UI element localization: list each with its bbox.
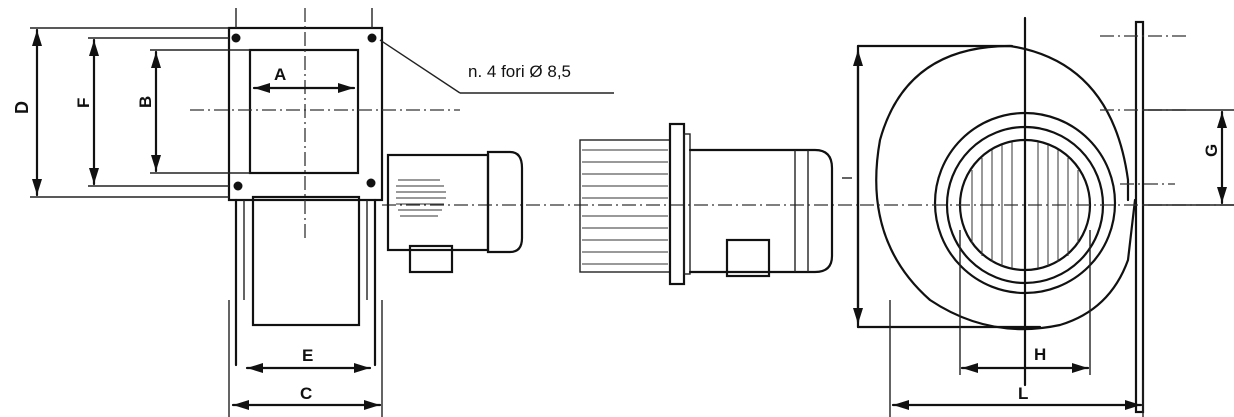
- inner-opening: [248, 48, 360, 175]
- label-G: G: [1202, 144, 1221, 157]
- dimension-L: L: [889, 300, 1144, 417]
- outlet-plate: [1134, 20, 1145, 414]
- label-B: B: [136, 96, 155, 108]
- motor-end-cap: [486, 150, 524, 254]
- dimension-C: C: [228, 300, 383, 417]
- label-C: C: [300, 384, 312, 403]
- motor-rear: [579, 122, 852, 286]
- holes-note: n. 4 fori Ø 8,5: [379, 39, 614, 94]
- bolt-hole-top-left: [231, 33, 241, 43]
- label-F: F: [74, 98, 93, 108]
- dimension-housing-height: [853, 50, 863, 324]
- dimension-A: A: [252, 65, 356, 93]
- label-D: D: [12, 101, 32, 114]
- dimension-E: E: [245, 346, 372, 373]
- label-A: A: [274, 65, 286, 84]
- rear-motor-foot: [725, 238, 771, 278]
- lower-body-inner-lines: [243, 200, 368, 300]
- lower-body-panel: [251, 195, 361, 327]
- dimension-G: G: [1143, 109, 1234, 206]
- rear-motor-body: [688, 148, 834, 274]
- dimension-B: B: [136, 49, 250, 174]
- scroll-housing-view: [856, 16, 1234, 414]
- rear-fins: [582, 149, 668, 265]
- label-E: E: [302, 346, 313, 365]
- scroll-outline: [875, 44, 1137, 331]
- dimension-H: H: [959, 230, 1091, 375]
- dimension-F: F: [74, 37, 229, 187]
- motor-foot: [408, 244, 454, 274]
- bolt-hole-top-right: [367, 33, 377, 43]
- rear-flange: [668, 122, 686, 286]
- motor-side: [382, 150, 860, 274]
- dimension-D: D: [12, 27, 229, 198]
- label-L: L: [1018, 384, 1028, 403]
- bolt-hole-bottom-right: [366, 178, 376, 188]
- front-flange-view: [190, 8, 460, 367]
- label-H: H: [1034, 345, 1046, 364]
- motor-body: [386, 153, 490, 252]
- bolt-hole-bottom-left: [233, 181, 243, 191]
- holes-note-text: n. 4 fori Ø 8,5: [468, 62, 571, 81]
- lower-body-sides: [234, 198, 377, 367]
- motor-fins: [396, 179, 446, 217]
